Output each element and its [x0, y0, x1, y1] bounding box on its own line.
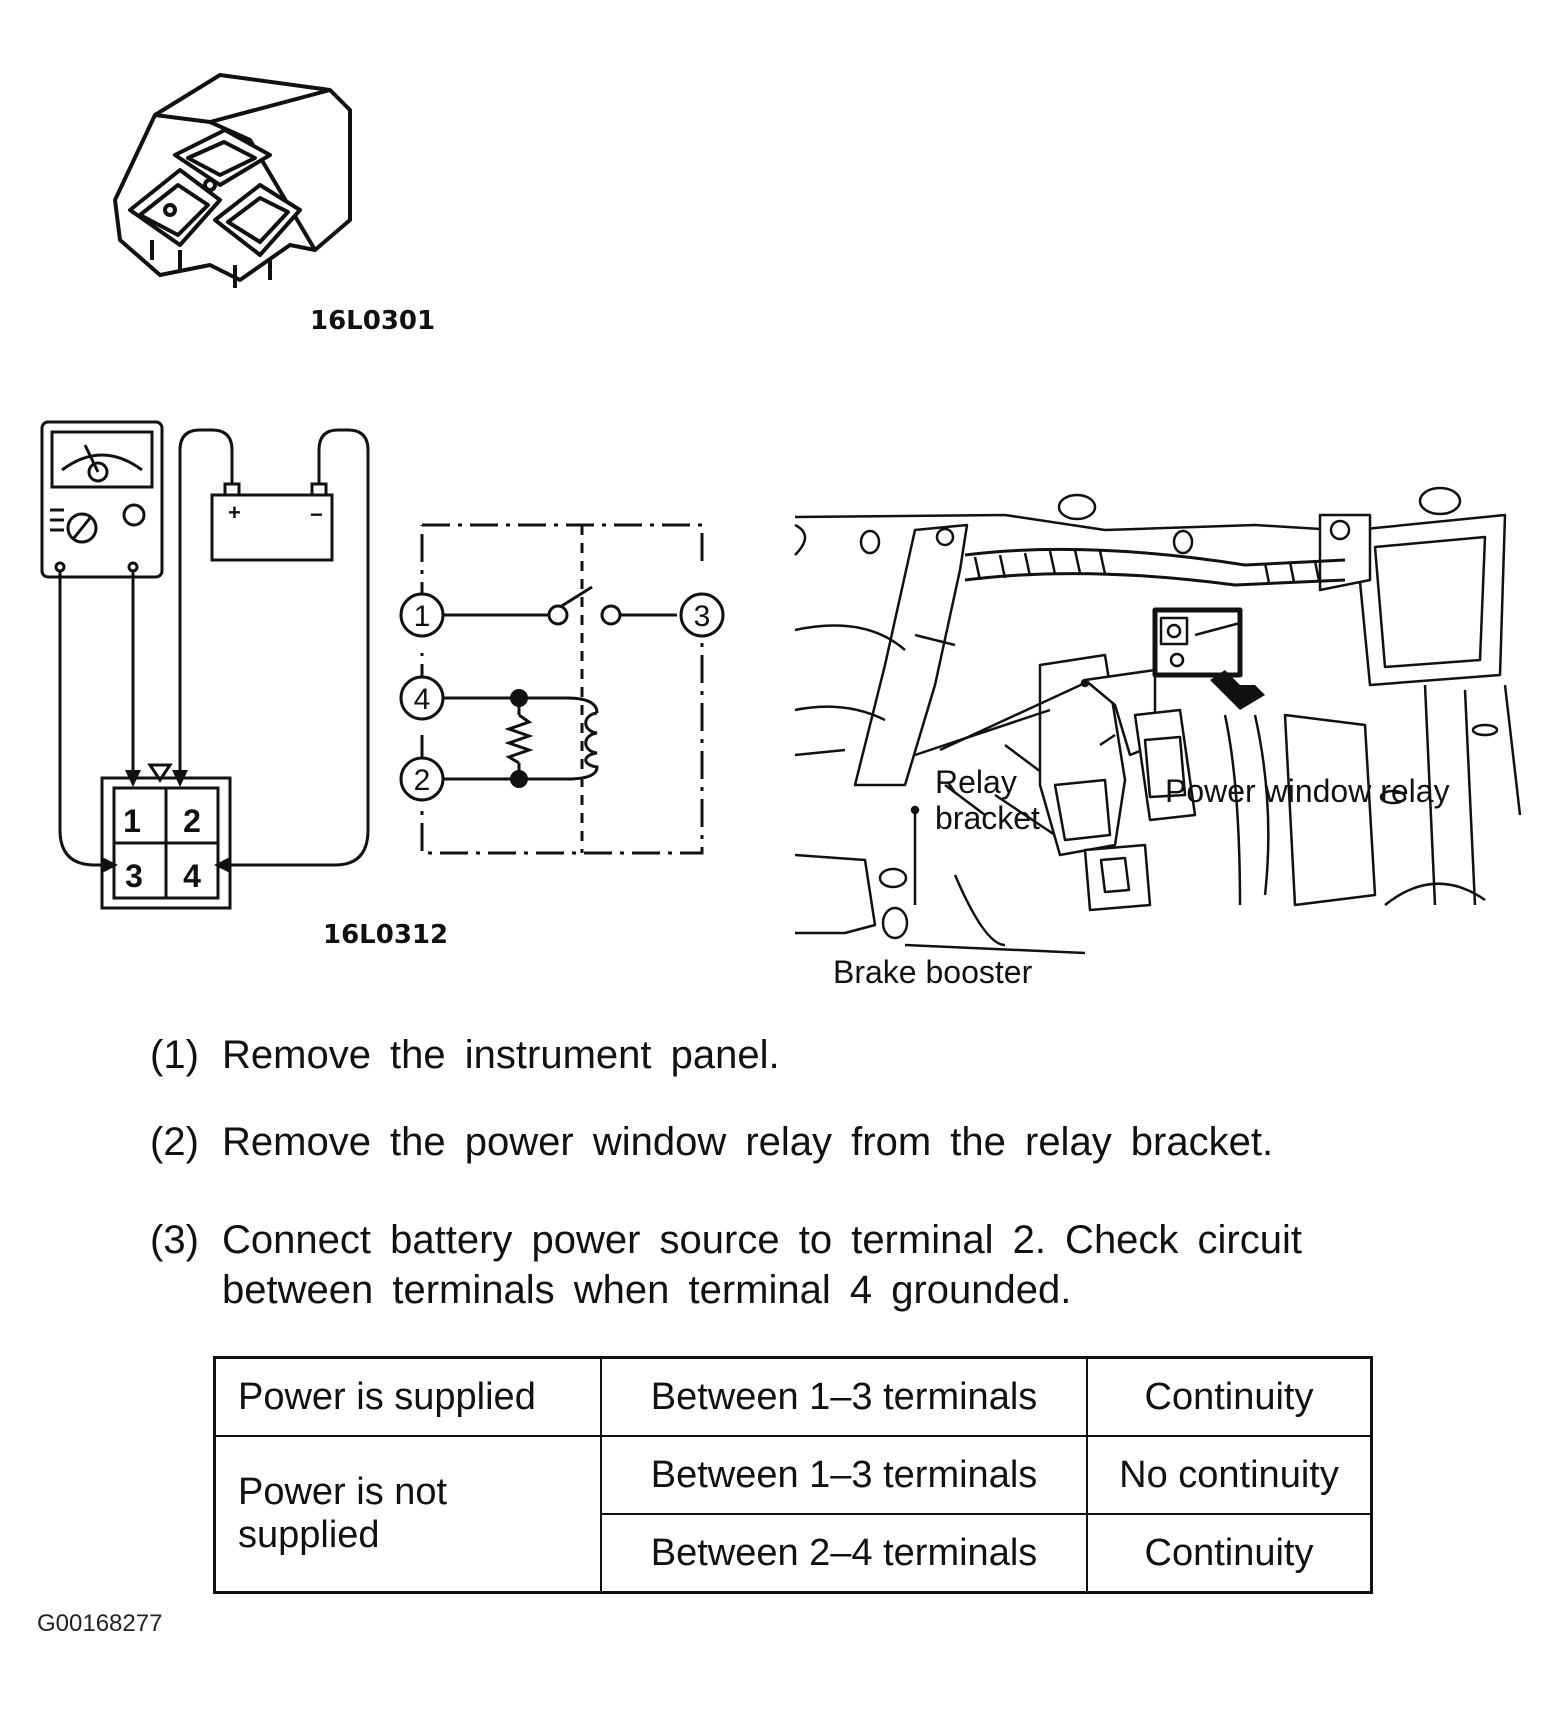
- schematic-terminal-3: 3: [694, 600, 711, 633]
- condition-line2: supplied: [238, 1514, 380, 1556]
- continuity-table: Power is supplied Between 1–3 terminals …: [213, 1356, 1373, 1594]
- result-cell: Continuity: [1086, 1356, 1373, 1437]
- relay-pointer-arrow: [1210, 670, 1265, 710]
- condition-line1: Power is not: [238, 1471, 448, 1513]
- relay-bracket-label-line1: Relay: [935, 764, 1017, 800]
- step-3-number: (3): [150, 1218, 199, 1262]
- power-window-relay: [1152, 607, 1243, 678]
- power-window-relay-label: Power window relay: [1165, 773, 1450, 809]
- schematic-terminal-4-circle: [399, 675, 445, 721]
- relay-schematic: 1 3 4 2: [399, 523, 725, 855]
- terminals-cell: Between 1–3 terminals: [600, 1356, 1088, 1437]
- battery-minus-label: −: [310, 502, 323, 527]
- step-3: (3) Connect battery power source to termi…: [150, 1215, 1302, 1315]
- terminals-cell: Between 1–3 terminals: [600, 1435, 1088, 1515]
- result-cell: Continuity: [1086, 1513, 1373, 1594]
- step-1-text: Remove the instrument panel.: [222, 1033, 780, 1077]
- relay-illustration: [113, 73, 352, 288]
- schematic-terminal-2-circle: [399, 756, 445, 802]
- brake-booster-label: Brake booster: [833, 954, 1033, 990]
- connector-terminal-3: 3: [125, 858, 143, 894]
- schematic-terminal-3-circle: [679, 592, 725, 638]
- test-hookup-diagram: + − 1 2 3 4: [40, 420, 370, 910]
- step-3-text-line2: between terminals when terminal 4 ground…: [222, 1268, 1072, 1312]
- battery-plus-label: +: [228, 500, 241, 525]
- step-2-text: Remove the power window relay from the r…: [222, 1120, 1274, 1164]
- relay-location-drawing: Relay bracket Power window relay Brake b…: [794, 486, 1522, 990]
- condition-cell: Power is supplied: [213, 1356, 602, 1437]
- step-2-number: (2): [150, 1120, 199, 1164]
- table-row: Power is supplied Between 1–3 terminals …: [213, 1356, 1373, 1437]
- connector-terminal-4: 4: [183, 858, 201, 894]
- step-3-text-line1: Connect battery power source to terminal…: [222, 1218, 1302, 1262]
- schematic-terminal-1: 1: [414, 600, 431, 633]
- battery: [210, 493, 334, 562]
- relay-figure-code: 16L0301: [310, 306, 436, 336]
- test-figure-code: 16L0312: [323, 920, 449, 950]
- connector-terminal-1: 1: [123, 803, 141, 839]
- connector-terminal-2: 2: [183, 803, 201, 839]
- schematic-terminal-2: 2: [414, 764, 431, 797]
- schematic-terminal-1-circle: [399, 592, 445, 638]
- step-1: (1) Remove the instrument panel.: [150, 1030, 780, 1080]
- relay-bracket-label-line2: bracket: [935, 800, 1040, 836]
- step-1-number: (1): [150, 1033, 199, 1077]
- schematic-terminal-4: 4: [414, 683, 431, 716]
- terminals-cell: Between 2–4 terminals: [600, 1513, 1088, 1594]
- image-id: G00168277: [37, 1610, 163, 1637]
- table-row: Between 2–4 terminals Continuity: [215, 1513, 1373, 1594]
- step-2: (2) Remove the power window relay from th…: [150, 1117, 1273, 1167]
- result-cell: No continuity: [1086, 1435, 1373, 1515]
